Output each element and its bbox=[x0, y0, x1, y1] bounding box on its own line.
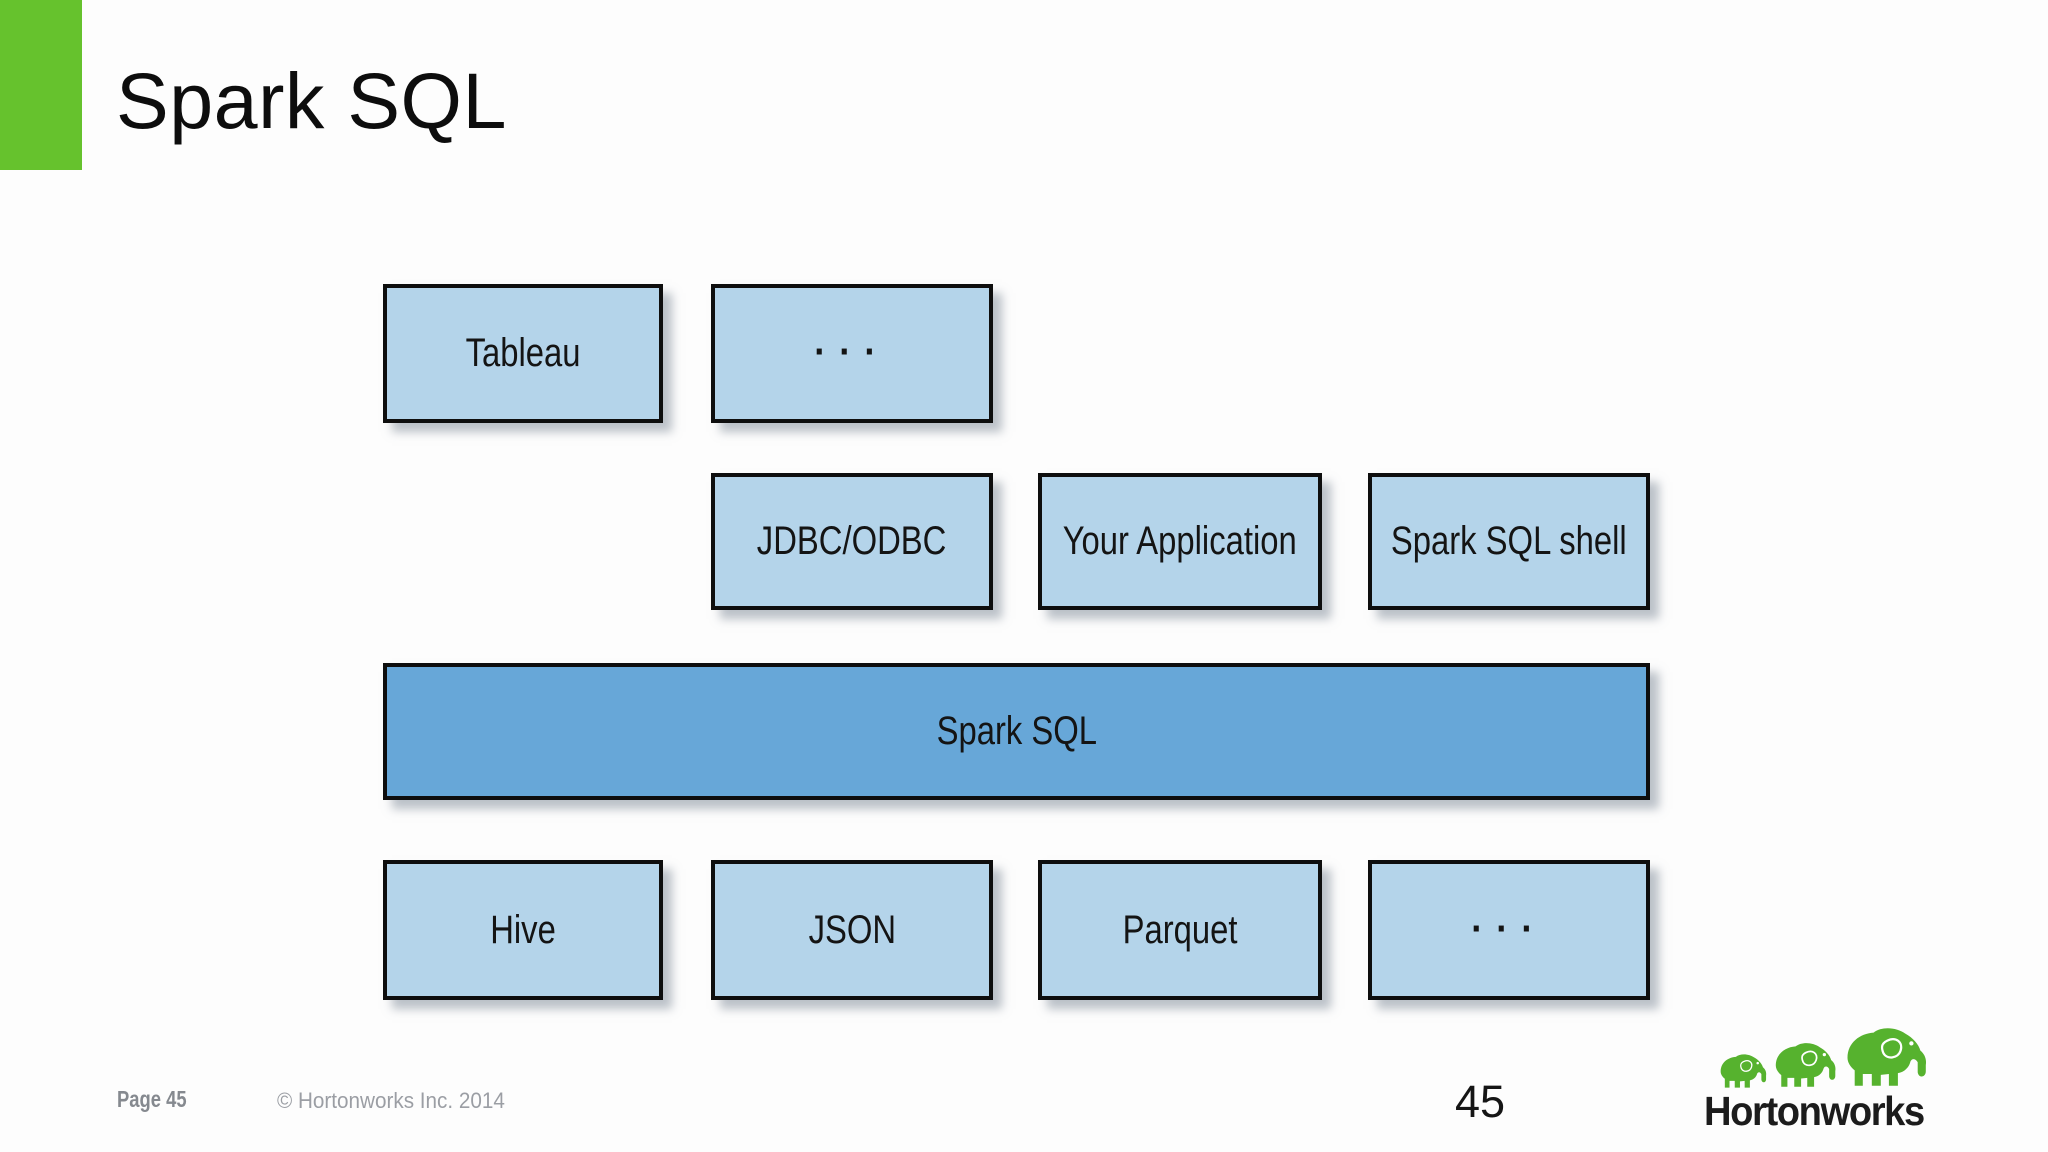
hortonworks-wordmark: Hortonworks bbox=[1704, 1088, 1925, 1134]
box-jdbc-odbc: JDBC/ODBC bbox=[711, 473, 993, 610]
box-json: JSON bbox=[711, 860, 993, 1000]
box-hive: Hive bbox=[383, 860, 663, 1000]
box-label: Hive bbox=[490, 907, 556, 952]
box-ellipsis-top: ... bbox=[711, 284, 993, 423]
box-spark-sql-shell: Spark SQL shell bbox=[1368, 473, 1650, 610]
box-label: JDBC/ODBC bbox=[757, 519, 947, 563]
slide-number: 45 bbox=[1454, 1076, 1506, 1127]
box-label: Parquet bbox=[1122, 907, 1238, 952]
box-label: Your Application bbox=[1062, 519, 1298, 563]
box-label: Spark SQL shell bbox=[1391, 519, 1627, 563]
box-your-application: Your Application bbox=[1038, 473, 1322, 610]
box-ellipsis-bottom: ... bbox=[1368, 860, 1650, 1000]
copyright-text: © Hortonworks Inc. 2014 bbox=[277, 1088, 505, 1113]
accent-green-block bbox=[0, 0, 82, 170]
box-label: Tableau bbox=[465, 331, 581, 375]
page-label: Page 45 bbox=[117, 1086, 187, 1112]
box-label: ... bbox=[1471, 895, 1547, 940]
box-tableau: Tableau bbox=[383, 284, 663, 423]
box-label: Spark SQL bbox=[936, 709, 1097, 753]
slide-title: Spark SQL bbox=[116, 56, 507, 145]
bar-spark-sql-engine: Spark SQL bbox=[383, 663, 1650, 800]
hortonworks-logo: Hortonworks bbox=[1704, 1020, 1938, 1132]
box-parquet: Parquet bbox=[1038, 860, 1322, 1000]
box-label: ... bbox=[814, 319, 890, 364]
box-label: JSON bbox=[808, 907, 896, 952]
hortonworks-elephants-icon bbox=[1720, 1027, 1928, 1089]
